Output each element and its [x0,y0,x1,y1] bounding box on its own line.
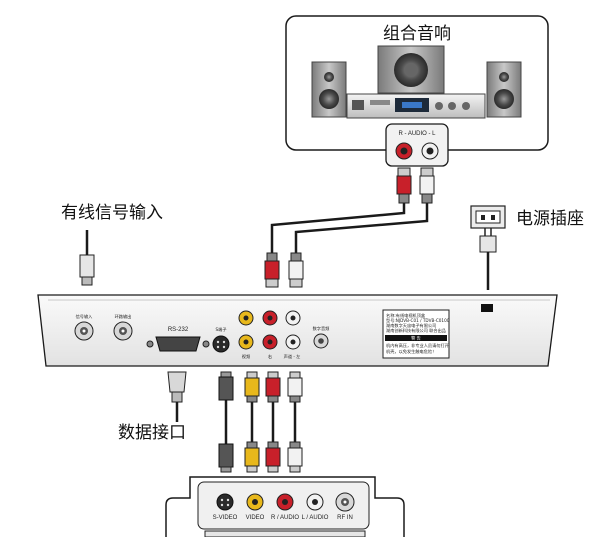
audio-system: 组合音响 [285,15,549,167]
av-cable-bundle [218,371,303,473]
nameplate-line-2: 型号:NJDVB-C01 / TDVB-C0100 [386,317,450,324]
audio-cable-pair [264,167,435,288]
tv-port-label-r-audio: R / AUDIO [271,515,299,521]
tv-port-label-l-audio: L / AUDIO [302,515,329,521]
s-terminal-port: S端子 [212,326,230,353]
nameplate-line-3: 湖南数字天宙电子有限公司 [386,322,436,329]
signal-input-port: 信号输入 [74,313,94,341]
yellow-plug-top [244,371,260,403]
s-video-plug-bottom [218,443,234,473]
white-plug-top [287,371,303,403]
power-socket-label: 电源插座 [516,209,584,229]
digital-audio-label: 数字音频 [313,325,331,332]
rs232-label: RS-232 [168,327,189,333]
tv-video-port: VIDEO [246,493,265,521]
tv-port-label-video: VIDEO [246,515,265,521]
power-socket: 电源插座 [470,205,584,290]
left-channel-label: 声道 - 左 [284,353,301,360]
warning-line-2: 机壳，以免发生触电危险！ [386,348,436,355]
tv-right-audio-port: R / AUDIO [271,493,299,521]
warning-title: 警 告 [411,335,421,342]
red-plug-bottom [265,441,281,473]
video-label: 视频 [242,353,251,360]
rca-jack-grid: 视频 右 声道 - 左 [238,310,301,360]
tv-port-label-rf-in: RF IN [337,515,353,521]
audio-input-jacks: R - AUDIO - L [385,123,449,167]
audio-system-label: 组合音响 [383,24,451,44]
rs232-port: RS-232 [146,327,210,352]
yellow-plug-bottom [244,441,260,473]
red-rca-plug-bottom [264,252,280,288]
nameplate: 名称:有线电视机顶盒 型号:NJDVB-C01 / TDVB-C0100 湖南数… [382,309,450,359]
subwoofer [377,45,445,94]
cable-signal-input: 有线信号输入 [61,203,163,286]
s-video-plug-top [218,371,234,401]
tv-port-label-s-video: S-VIDEO [213,515,238,521]
amplifier [346,93,486,119]
data-interface: 数据接口 [118,371,187,443]
right-speaker [486,61,522,118]
nameplate-line-1: 名称:有线电视机顶盒 [386,312,426,319]
signal-input-label: 信号输入 [76,313,94,320]
white-plug-bottom [287,441,303,473]
loop-output-port: 环路输出 [113,313,133,341]
nameplate-line-4: 湖南创新科技有限公司 联合出品 [386,327,446,334]
tv-rf-in-port: RF IN [335,492,355,521]
tv-left-audio-port: L / AUDIO [302,493,329,521]
s-terminal-label: S端子 [215,326,226,333]
audio-jack-label: R - AUDIO - L [398,131,436,137]
white-rca-plug-top [419,167,435,204]
loop-output-label: 环路输出 [115,313,132,320]
television: S-VIDEO VIDEO R / AUDIO L / AUDIO RF IN [165,476,405,537]
set-top-box: 信号输入 环路输出 RS-232 S端子 [37,294,558,367]
cable-input-label: 有线信号输入 [61,203,163,223]
data-interface-label: 数据接口 [118,423,186,443]
warning-line-1: 机内有高压，非专业人员请勿打开 [386,342,449,349]
red-rca-plug-top [396,167,412,204]
tv-s-video-port: S-VIDEO [213,493,238,521]
left-speaker [311,61,347,118]
right-channel-label: 右 [268,353,272,360]
red-plug-top [265,371,281,403]
white-rca-plug-bottom [288,252,304,288]
digital-audio-port: 数字音频 [313,325,331,349]
